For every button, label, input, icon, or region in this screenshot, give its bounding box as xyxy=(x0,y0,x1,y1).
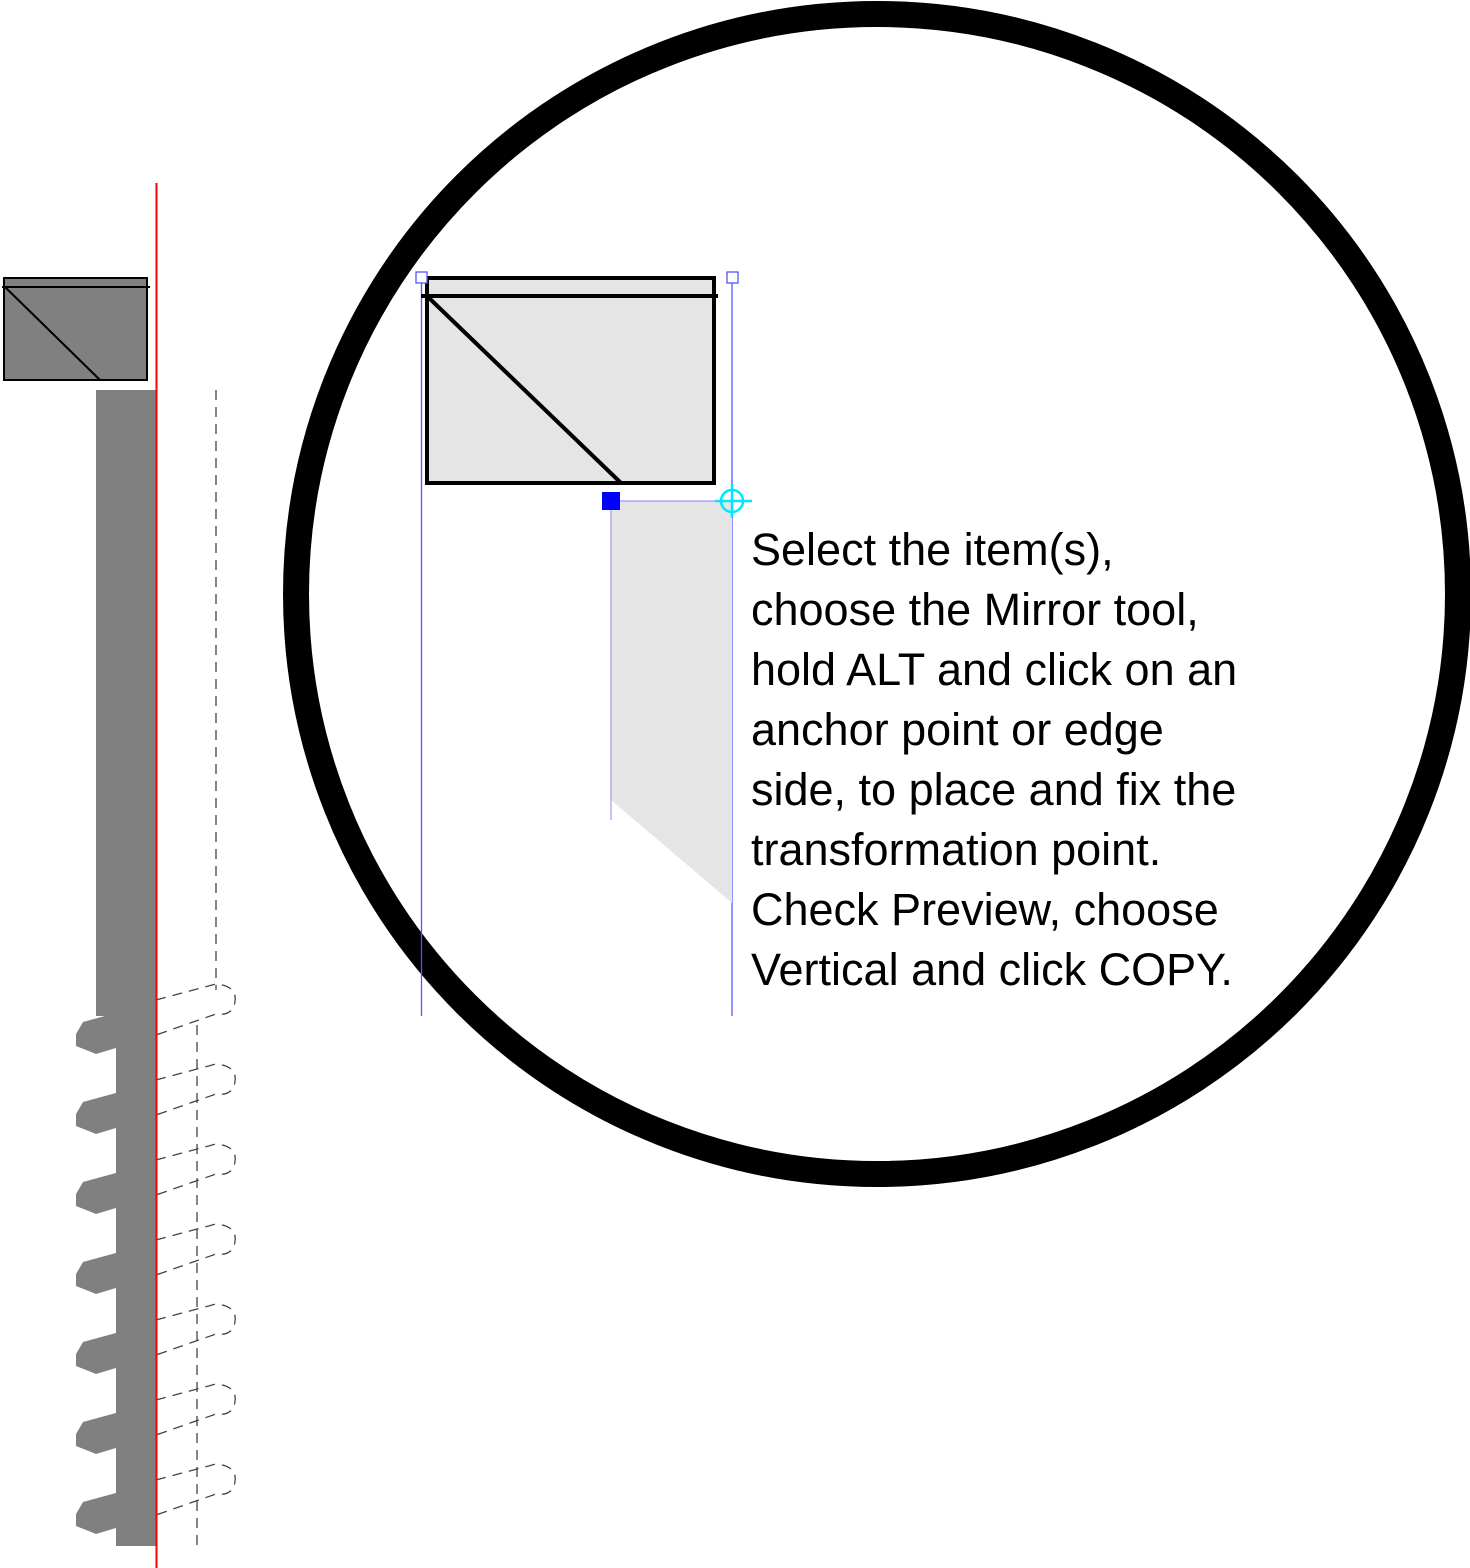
transformation-point-icon[interactable] xyxy=(715,484,752,518)
thread-dashed-outline xyxy=(155,1463,236,1516)
zoomed-object xyxy=(415,271,752,1016)
instruction-line: Check Preview, choose xyxy=(751,884,1219,935)
instruction-line: transformation point. xyxy=(751,824,1162,875)
instruction-text: Select the item(s), choose the Mirror to… xyxy=(751,520,1237,1000)
magnifier-circle xyxy=(283,1,1470,1187)
thread-tooth xyxy=(76,1242,156,1294)
mirror-preview-shape xyxy=(611,501,732,903)
zoomed-box-diagonal xyxy=(425,294,623,485)
thread-tooth xyxy=(76,1322,156,1374)
thread-dashed-outline xyxy=(155,1383,236,1436)
thread-dashed-outline xyxy=(155,983,236,1036)
selected-anchor-point[interactable] xyxy=(602,492,620,510)
thread-dashed-outline xyxy=(155,1143,236,1196)
thread-dashed-outline xyxy=(155,1303,236,1356)
instruction-line: Select the item(s), xyxy=(751,524,1114,575)
instruction-line: hold ALT and click on an xyxy=(751,644,1238,695)
instruction-line: anchor point or edge xyxy=(751,704,1164,755)
thread-tooth xyxy=(76,1162,156,1214)
thread-tooth xyxy=(76,1082,156,1134)
instruction-line: Vertical and click COPY. xyxy=(751,944,1233,995)
threads xyxy=(76,983,236,1534)
thread-tooth xyxy=(76,1402,156,1454)
instruction-line: choose the Mirror tool, xyxy=(751,584,1199,635)
upper-shaft xyxy=(96,390,156,1016)
handle-top-left[interactable] xyxy=(415,271,428,284)
thread-dashed-outline xyxy=(155,1063,236,1116)
handle-top-right[interactable] xyxy=(726,271,739,284)
thread-tooth xyxy=(76,1002,156,1054)
left-object xyxy=(2,183,236,1568)
thread-tooth xyxy=(76,1482,156,1534)
instruction-line: side, to place and fix the xyxy=(751,764,1237,815)
small-box-diagonal xyxy=(3,285,101,381)
zoomed-box xyxy=(425,276,716,485)
small-box xyxy=(3,277,148,381)
thread-dashed-outline xyxy=(155,1223,236,1276)
